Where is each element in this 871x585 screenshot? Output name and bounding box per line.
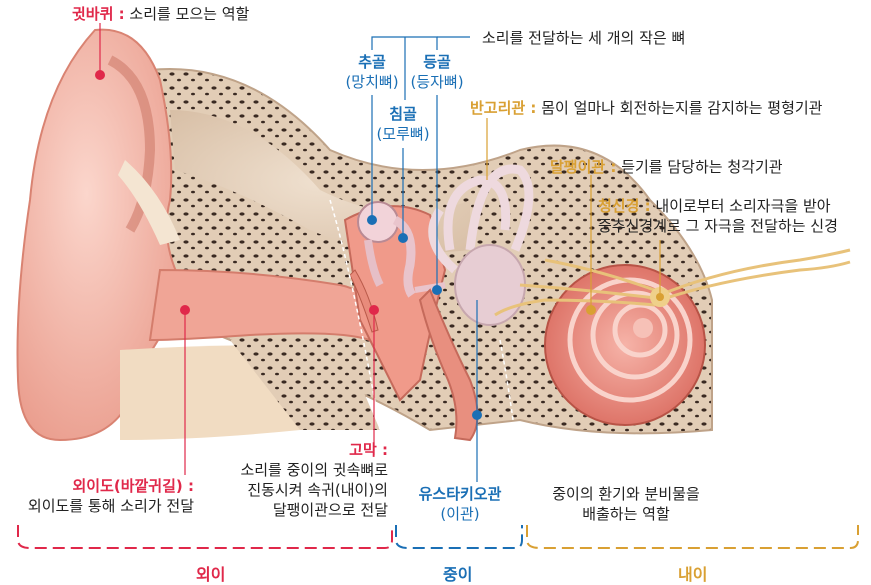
auricle-name: 귓바퀴 : [72, 5, 125, 23]
eardrum-name: 고막 : [190, 440, 388, 460]
eardrum-desc3: 달팽이관으로 전달 [190, 500, 388, 520]
section-outer-ear: 외이 [196, 561, 225, 585]
middle-ear-bracket [396, 525, 522, 548]
stapes-label: 등골 (등자뼈) [404, 52, 470, 92]
section-inner-ear: 내이 [678, 561, 707, 585]
middle-function-line1: 중이의 환기와 분비물을 [528, 484, 724, 504]
incus-name: 침골 [369, 104, 437, 124]
auditory-nerve-desc2: 중추신경계로 그 자극을 전달하는 신경 [598, 216, 838, 236]
ear-canal-desc: 외이도를 통해 소리가 전달 [8, 496, 194, 516]
malleus-label: 추골 (망치뼈) [340, 52, 404, 92]
vestibule [455, 245, 525, 325]
eustachian-alt: (이관) [400, 504, 520, 524]
malleus-alt: (망치뼈) [340, 72, 404, 92]
malleus [358, 202, 398, 242]
cochlea-desc: 듣기를 담당하는 청각기관 [621, 158, 782, 176]
stapes-name: 등골 [404, 52, 470, 72]
incus-alt: (모루뼈) [369, 124, 437, 144]
semicircular-desc: 몸이 얼마나 회전하는지를 감지하는 평형기관 [541, 99, 822, 117]
ear-canal-name: 외이도(바깥귀길) : [8, 476, 194, 496]
eardrum-desc1: 소리를 중이의 귓속뼈로 [190, 460, 388, 480]
auditory-nerve-desc1: 내이로부터 소리자극을 받아 [655, 197, 830, 215]
inner-ear-bracket [527, 525, 858, 548]
auricle-label: 귓바퀴 : 소리를 모으는 역할 [72, 4, 249, 24]
ear-canal-label: 외이도(바깥귀길) : 외이도를 통해 소리가 전달 [8, 476, 194, 516]
cochlea-name: 달팽이관 : [550, 158, 616, 176]
eustachian-name: 유스타키오관 [400, 484, 520, 504]
semicircular-name: 반고리관 : [470, 99, 536, 117]
malleus-name: 추골 [340, 52, 404, 72]
outer-ear-bracket [18, 525, 392, 548]
cochlea-label: 달팽이관 : 듣기를 담당하는 청각기관 [550, 157, 783, 177]
semicircular-label: 반고리관 : 몸이 얼마나 회전하는지를 감지하는 평형기관 [470, 98, 822, 118]
middle-ear-function: 중이의 환기와 분비물을 배출하는 역할 [528, 484, 724, 524]
auditory-nerve-name: 청신경 : [598, 197, 651, 215]
ossicles-note: 소리를 전달하는 세 개의 작은 뼈 [482, 28, 685, 48]
auricle-desc: 소리를 모으는 역할 [129, 5, 249, 23]
eardrum-label: 고막 : 소리를 중이의 귓속뼈로 진동시켜 속귀(내이)의 달팽이관으로 전달 [190, 440, 388, 520]
section-middle-ear: 중이 [443, 561, 472, 585]
stapes-alt: (등자뼈) [404, 72, 470, 92]
eustachian-label: 유스타키오관 (이관) [400, 484, 520, 524]
incus-label: 침골 (모루뼈) [369, 104, 437, 144]
eardrum-desc2: 진동시켜 속귀(내이)의 [190, 480, 388, 500]
middle-function-line2: 배출하는 역할 [528, 504, 724, 524]
auditory-nerve-label: 청신경 : 내이로부터 소리자극을 받아 중추신경계로 그 자극을 전달하는 신… [598, 196, 838, 236]
